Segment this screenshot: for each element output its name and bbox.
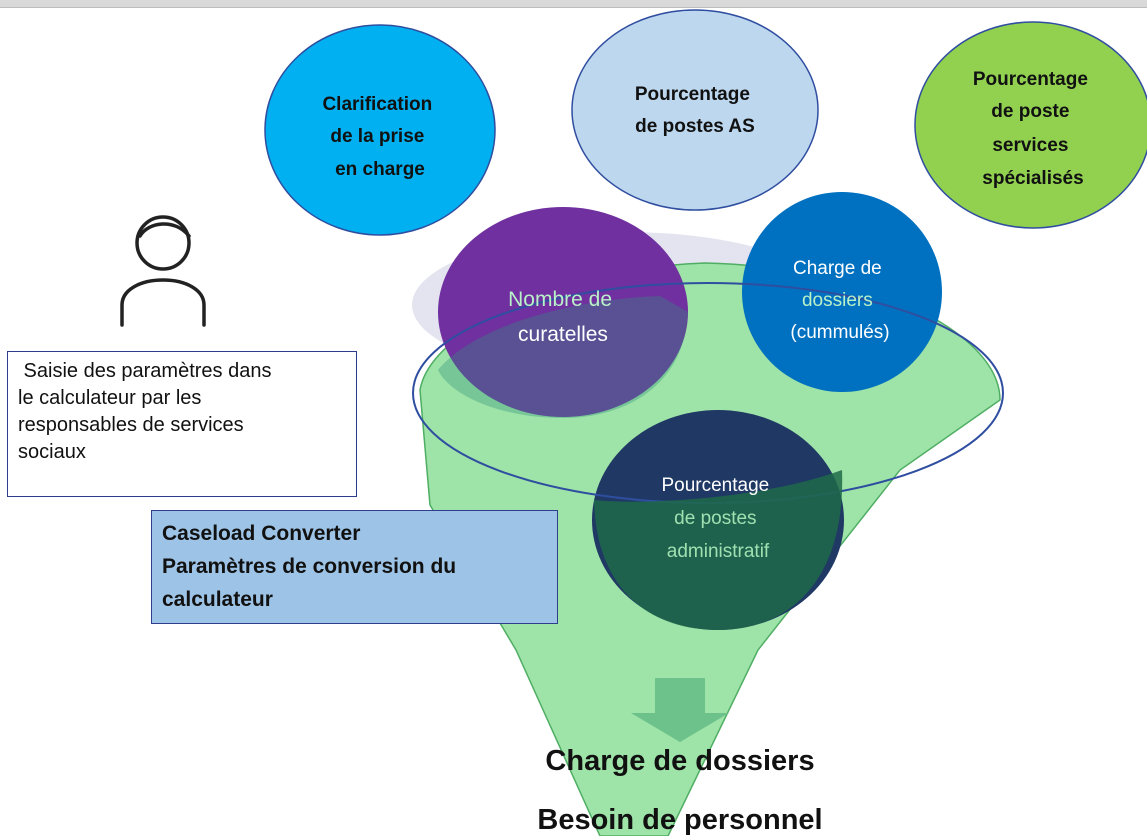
label-charge-dossiers-line: Charge de	[793, 258, 882, 279]
label-clarification: Clarification de la prise en charge	[322, 94, 437, 180]
circle-postes-as	[571, 9, 819, 211]
label-postes-specialises-line: de poste	[991, 101, 1069, 122]
label-postes-administratif-line: administratif	[667, 541, 770, 562]
converter-line: Paramètres de conversion du	[162, 555, 457, 578]
label-clarification-line: en charge	[335, 159, 425, 180]
label-postes-as-line: Pourcentage	[635, 84, 750, 105]
label-postes-as-line: de postes AS	[635, 116, 755, 137]
label-curatelles: Nombre de curatelles	[508, 288, 618, 346]
ring-overlay-administratif	[594, 470, 843, 630]
circle-postes-specialises	[914, 21, 1147, 229]
label-charge-dossiers: Charge de dossiers (cummulés)	[790, 258, 889, 343]
converter-line: calculateur	[162, 588, 273, 611]
circle-curatelles	[438, 207, 688, 417]
note-line: Saisie des paramètres dans	[18, 360, 272, 382]
label-clarification-line: de la prise	[330, 126, 424, 147]
circle-charge-dossiers	[742, 192, 942, 392]
label-postes-specialises: Pourcentage de poste services spécialisé…	[973, 69, 1093, 189]
label-curatelles-line: curatelles	[518, 323, 608, 346]
window-top-bar	[0, 0, 1147, 8]
label-postes-specialises-line: Pourcentage	[973, 69, 1088, 90]
label-postes-as: Pourcentage de postes AS	[635, 84, 755, 137]
ring-overlay-curatelles	[438, 296, 688, 418]
label-postes-administratif-line: de postes	[674, 508, 756, 529]
note-line: sociaux	[18, 441, 86, 463]
label-postes-administratif: Pourcentage de postes administratif	[661, 475, 774, 562]
label-postes-administratif-line: Pourcentage	[661, 475, 769, 496]
label-postes-specialises-line: services	[992, 135, 1068, 156]
title-charge-de-dossiers: Charge de dossiers	[545, 745, 814, 777]
note-line: le calculateur par les	[18, 387, 202, 409]
label-curatelles-line: Nombre de	[508, 288, 612, 311]
label-postes-specialises-line: spécialisés	[982, 168, 1083, 189]
title-besoin-de-personnel: Besoin de personnel	[537, 804, 822, 836]
down-arrow-icon	[631, 678, 729, 742]
converter-line: Caseload Converter	[162, 522, 361, 545]
label-charge-dossiers-line: (cummulés)	[790, 322, 889, 343]
input-note-box: Saisie des paramètres dans le calculateu…	[7, 351, 357, 497]
label-charge-dossiers-line: dossiers	[802, 290, 873, 311]
label-clarification-line: Clarification	[322, 94, 432, 115]
caseload-converter-box: Caseload Converter Paramètres de convers…	[151, 510, 558, 624]
note-line: responsables de services	[18, 414, 244, 436]
user-outline-icon	[120, 215, 206, 327]
circle-clarification	[264, 24, 496, 236]
